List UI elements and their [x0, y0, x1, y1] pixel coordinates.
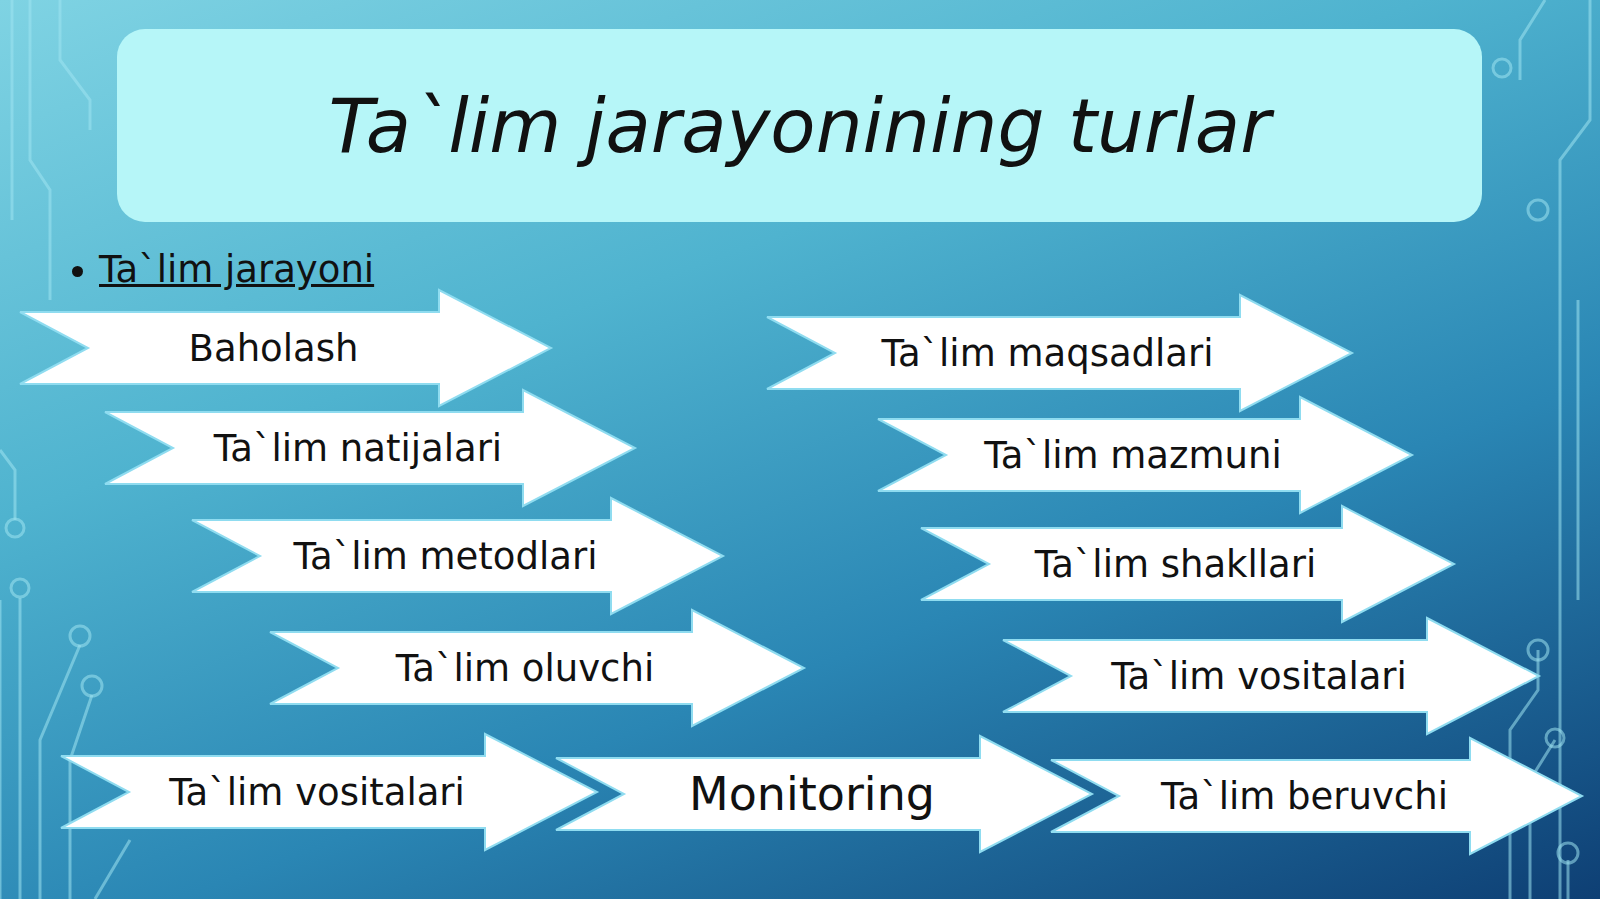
arrow-label: Ta`lim maqsadlari [825, 317, 1270, 389]
arrow-box: Ta`lim oluvchi [270, 610, 804, 726]
arrow-label: Baholash [78, 312, 469, 384]
arrow-box: Ta`lim beruvchi [1051, 738, 1582, 854]
arrow-outline [61, 734, 597, 850]
arrow-outline [20, 290, 551, 406]
arrow-outline [921, 506, 1454, 622]
arrow-box: Ta`lim shakllari [921, 506, 1454, 622]
arrow-box: Ta`lim mazmuni [878, 397, 1412, 513]
arrow-outline [878, 397, 1412, 513]
arrow-box: Ta`lim natijalari [105, 390, 635, 506]
arrow-outline [767, 295, 1352, 411]
title: Ta`lim jarayonining turlar [328, 83, 1270, 169]
arrow-outline [192, 498, 723, 614]
arrow-box: Baholash [20, 290, 551, 406]
arrow-box: Ta`lim vositalari [1003, 618, 1539, 734]
arrow-label: Ta`lim natijalari [163, 412, 553, 484]
arrow-outline [1003, 618, 1539, 734]
arrow-box: Monitoring [556, 736, 1092, 852]
arrow-label: Ta`lim oluvchi [328, 632, 722, 704]
arrow-label: Ta`lim vositalari [1061, 640, 1457, 712]
arrow-outline [556, 736, 1092, 852]
arrow-label: Ta`lim shakllari [979, 528, 1372, 600]
arrow-label: Ta`lim beruvchi [1109, 760, 1500, 832]
arrow-label: Monitoring [614, 758, 1010, 830]
arrow-label: Ta`lim metodlari [250, 520, 641, 592]
arrow-box: Ta`lim maqsadlari [767, 295, 1352, 411]
arrow-box: Ta`lim metodlari [192, 498, 723, 614]
arrow-label: Ta`lim mazmuni [936, 419, 1330, 491]
arrow-box: Ta`lim vositalari [61, 734, 597, 850]
arrow-label: Ta`lim vositalari [119, 756, 515, 828]
arrow-outline [105, 390, 635, 506]
arrow-outline [270, 610, 804, 726]
arrow-outline [1051, 738, 1582, 854]
section-label: Ta`lim jarayoni [99, 248, 374, 291]
title-box: Ta`lim jarayonining turlar [117, 29, 1482, 222]
bullet-dot [72, 266, 83, 277]
